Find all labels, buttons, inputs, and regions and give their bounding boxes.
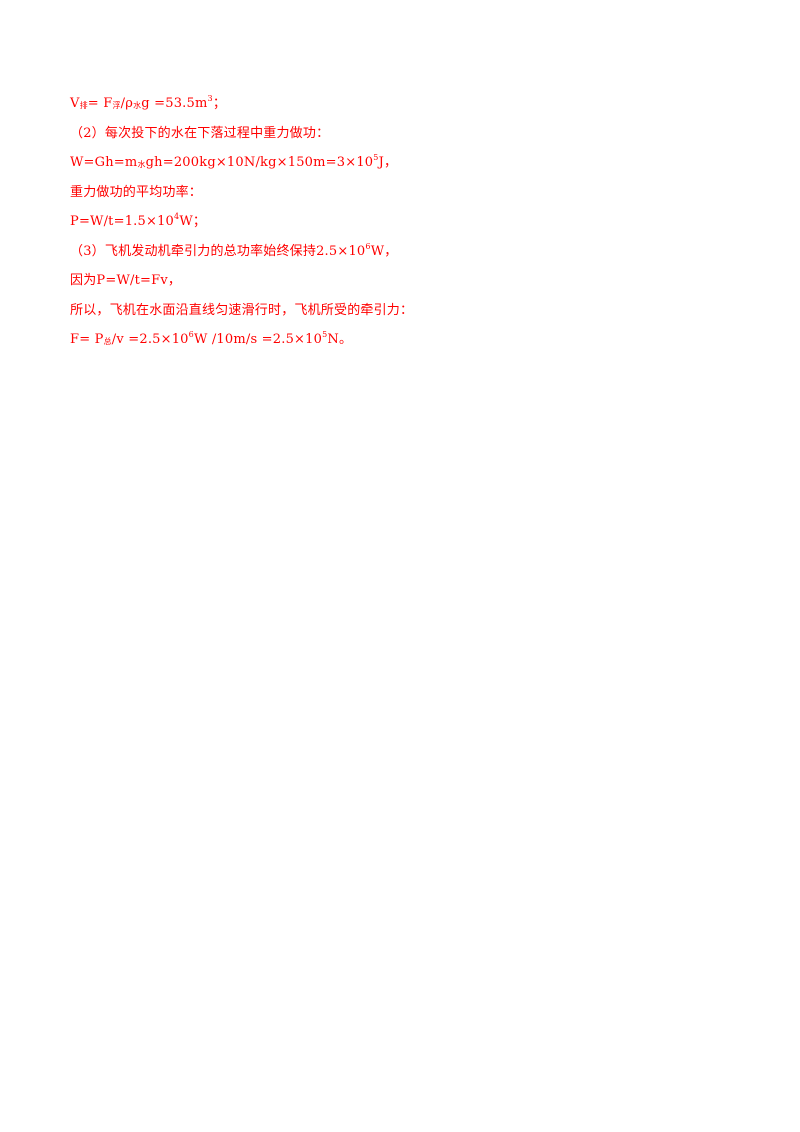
superscript: 5 — [322, 330, 328, 339]
subscript: 水 — [137, 160, 146, 169]
text-segment: = F — [87, 96, 113, 111]
average-power-label: 重力做功的平均功率： — [70, 184, 203, 200]
text-segment: g =53.5m — [141, 96, 208, 111]
average-power-line: P=W/t=1.5×104W； — [70, 212, 750, 230]
superscript: 5 — [373, 153, 379, 162]
superscript: 6 — [365, 241, 371, 251]
part-3-heading: （3）飞机发动机牵引力的总功率始终保持2.5×106W， — [70, 241, 750, 260]
text-segment: V — [70, 96, 80, 111]
text-segment: F= P — [70, 332, 104, 347]
text-segment: W； — [179, 214, 207, 229]
superscript: 3 — [207, 94, 213, 103]
subscript: 浮 — [112, 101, 121, 110]
text-segment: /ρ — [120, 96, 134, 111]
text-segment: /v =2.5×10 — [111, 332, 189, 347]
text-segment: P=W/t=1.5×10 — [70, 214, 175, 229]
text-segment: N。 — [327, 332, 353, 347]
text-segment: W=Gh=m — [70, 155, 138, 170]
superscript: 6 — [188, 330, 194, 339]
text-segment: J， — [378, 155, 398, 170]
solution-text: V排= F浮/ρ水g =53.5m3； （2）每次投下的水在下落过程中重力做功：… — [70, 94, 750, 362]
traction-force-label: 所以，飞机在水面沿直线匀速滑行时，飞机所受的牵引力： — [70, 302, 414, 318]
gravity-work-line: W=Gh=m水gh=200kg×10N/kg×150m=3×105J， — [70, 153, 750, 171]
traction-force-line: F= P总/v =2.5×106W /10m/s =2.5×105N。 — [70, 330, 750, 348]
subscript: 总 — [103, 337, 112, 346]
text-segment: ； — [212, 96, 227, 111]
text-segment: gh=200kg×10N/kg×150m=3×10 — [145, 155, 374, 170]
buoyancy-volume-line: V排= F浮/ρ水g =53.5m3； — [70, 94, 750, 112]
text-segment: （3）飞机发动机牵引力的总功率始终保持2.5×10 — [70, 243, 366, 259]
power-formula-line: 因为P=W/t=Fv， — [70, 273, 182, 288]
superscript: 4 — [174, 212, 180, 221]
text-segment: W， — [370, 243, 398, 259]
text-segment: W /10m/s =2.5×10 — [193, 332, 323, 347]
subscript: 水 — [133, 101, 142, 110]
part-2-heading: （2）每次投下的水在下落过程中重力做功： — [70, 125, 330, 141]
subscript: 排 — [79, 101, 88, 110]
